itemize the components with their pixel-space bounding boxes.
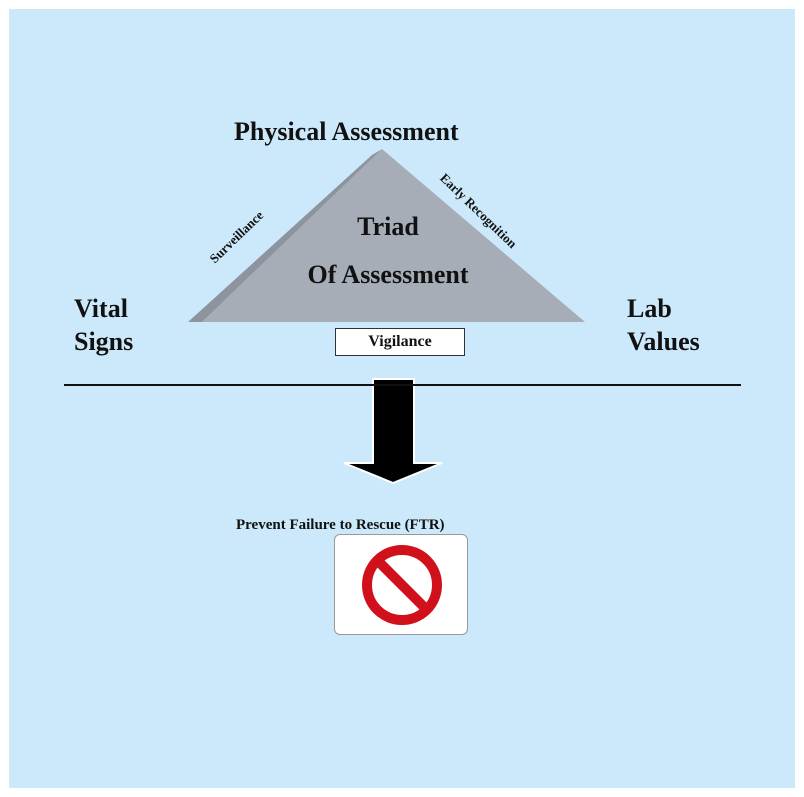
prevent-ftr-label: Prevent Failure to Rescue (FTR) — [236, 517, 445, 533]
prohibition-icon — [362, 545, 442, 625]
triad-triangle-left-face — [188, 149, 382, 322]
horizontal-divider — [64, 384, 741, 386]
vital-signs-label: Vital Signs — [74, 292, 133, 358]
lab-values-line-2: Values — [627, 327, 700, 356]
triad-triangle — [202, 149, 585, 322]
lab-values-label: Lab Values — [627, 292, 700, 358]
triad-title-line-2: Of Assessment — [307, 260, 469, 289]
vital-signs-line-2: Signs — [74, 327, 134, 356]
vigilance-label: Vigilance — [368, 333, 432, 350]
vital-signs-line-1: Vital — [74, 294, 128, 323]
down-arrow — [343, 378, 443, 485]
vigilance-box: Vigilance — [335, 328, 465, 356]
physical-assessment-label: Physical Assessment — [234, 117, 459, 146]
lab-values-line-1: Lab — [627, 294, 672, 323]
triad-title-line-1: Triad — [357, 212, 419, 241]
prohibition-icon-frame — [334, 534, 468, 635]
